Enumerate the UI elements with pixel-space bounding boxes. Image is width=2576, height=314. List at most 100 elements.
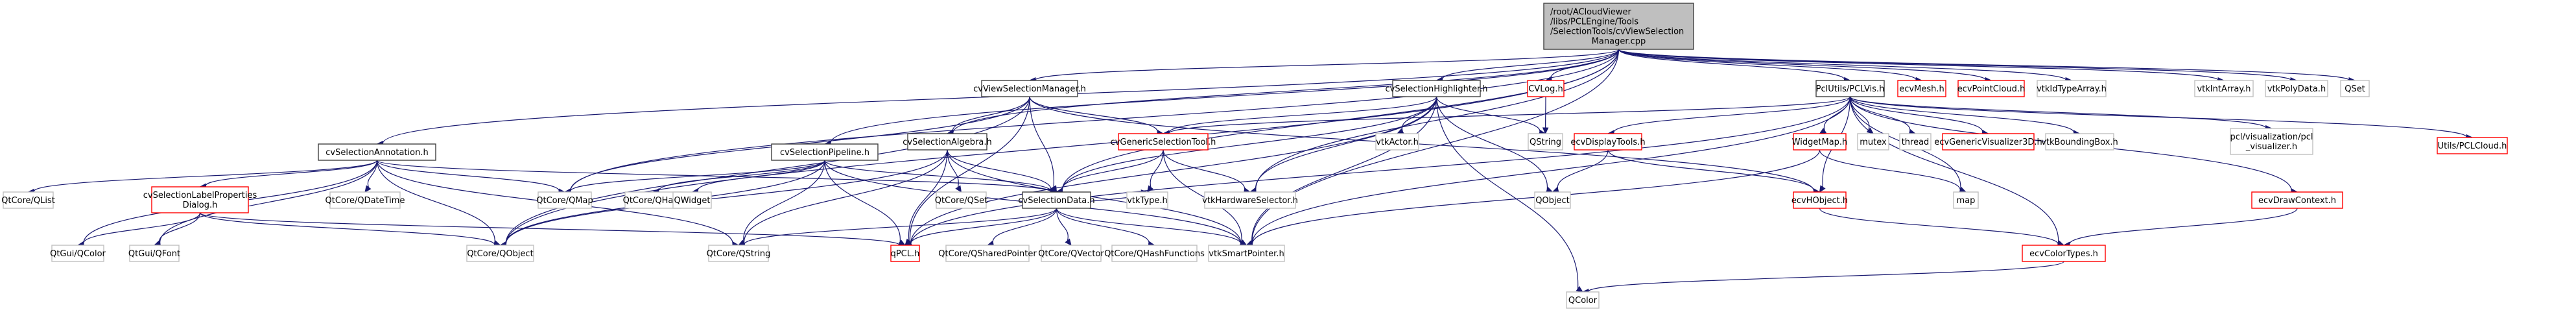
node-algebra[interactable]: cvSelectionAlgebra.h <box>903 133 992 151</box>
edge-colortypes-to-qcolor <box>1581 261 2064 295</box>
node-cvlog[interactable]: CVLog.h <box>1527 80 1565 97</box>
node-genvis3d[interactable]: ecvGenericVisualizer3D.h <box>1934 133 2042 151</box>
node-box <box>672 191 712 209</box>
node-ecvpc[interactable]: ecvPointCloud.h <box>1957 80 2026 97</box>
node-label: QObject <box>1535 196 1570 206</box>
edge-highlighter-to-vtkactor <box>1396 96 1437 134</box>
node-colortypes[interactable]: ecvColorTypes.h <box>2022 245 2106 262</box>
node-box <box>1534 191 1571 209</box>
edge-line <box>1618 49 2066 81</box>
edge-line <box>910 96 1437 245</box>
node-box <box>1527 80 1565 97</box>
node-label: QtGui/QFont <box>128 249 180 259</box>
edge-line <box>1618 49 2291 81</box>
edge-line <box>1168 96 1851 134</box>
node-pclvis[interactable]: PclUtils/PCLVis.h <box>1815 80 1885 97</box>
node-label: Manager.cpp <box>1592 37 1646 47</box>
node-ecvhobject[interactable]: ecvHObject.h <box>1791 191 1848 209</box>
node-qcolor_gui: QtGui/QColor <box>50 245 106 262</box>
node-box <box>1375 133 1419 151</box>
node-label: cvSelectionPipeline.h <box>780 148 869 158</box>
node-box <box>1208 245 1285 262</box>
node-widgetmap[interactable]: WidgetMap.h <box>1792 133 1848 151</box>
edge-seldata-to-qvector <box>1056 208 1072 246</box>
edge-line <box>1056 208 1069 241</box>
edge-root-to-pclvis <box>1618 49 1851 84</box>
node-label: /root/ACloudViewer <box>1550 8 1631 18</box>
edge-line <box>33 160 378 193</box>
node-box <box>1899 133 1932 151</box>
node-label: vtkBoundingBox.h <box>2041 138 2118 147</box>
node-vsmgr[interactable]: cvViewSelectionManager.h <box>973 80 1086 97</box>
node-box <box>2340 80 2370 97</box>
node-annotation[interactable]: cvSelectionAnnotation.h <box>318 143 436 161</box>
node-qtqset: QtCore/QSet <box>935 191 987 209</box>
node-vtkactor: vtkActor.h <box>1375 133 1419 151</box>
node-qcolor: QColor <box>1566 291 1600 309</box>
edge-line <box>1849 96 2059 244</box>
node-label: vtkSmartPointer.h <box>1209 249 1284 259</box>
edge-line <box>744 208 1058 245</box>
edge-line <box>2069 208 2298 245</box>
edge-labeldlg-to-qpcl <box>199 212 906 248</box>
node-drawctx[interactable]: ecvDrawContext.h <box>2251 191 2343 209</box>
node-box <box>624 191 681 209</box>
node-box <box>890 245 920 262</box>
edge-line <box>1618 49 1986 81</box>
node-label: CVLog.h <box>1528 84 1563 94</box>
node-pclcloud[interactable]: Utils/PCLCloud.h <box>2437 137 2508 154</box>
node-ecvmesh[interactable]: ecvMesh.h <box>1897 80 1946 97</box>
node-label: vtkActor.h <box>1376 138 1419 147</box>
node-dispTools[interactable]: ecvDisplayTools.h <box>1570 133 1646 151</box>
node-label: pcl/visualization/pcl <box>2230 132 2313 142</box>
node-box <box>1204 191 1296 209</box>
edge-ecvhobject-to-colortypes <box>1819 208 2065 248</box>
node-thread: thread <box>1899 133 1932 151</box>
edge-line <box>1061 149 1164 191</box>
node-box <box>1528 133 1563 151</box>
node-label: cvSelectionLabelProperties <box>143 191 257 200</box>
node-box <box>1118 133 1209 151</box>
arrowhead-icon <box>1819 185 1826 193</box>
node-box <box>1815 80 1885 97</box>
node-box <box>1574 133 1642 151</box>
edge-line <box>1819 208 2059 245</box>
edge-line <box>1029 96 1054 187</box>
edge-line <box>1251 96 1851 245</box>
edge-annotation-to-labeldlg <box>199 160 378 190</box>
node-box <box>2251 191 2343 209</box>
node-qshared: QtCore/QSharedPointer <box>938 245 1037 262</box>
node-box <box>1953 191 1979 209</box>
arrowhead-icon <box>1576 285 1584 293</box>
edge-line <box>744 149 948 245</box>
edge-line <box>1163 149 1245 191</box>
node-label: map <box>1957 196 1976 206</box>
edge-pclvis-to-dispTools <box>1607 96 1851 137</box>
node-box <box>51 245 104 262</box>
node-box <box>1566 291 1600 309</box>
node-generic[interactable]: cvGenericSelectionTool.h <box>1111 133 1216 151</box>
edge-line <box>1849 96 1983 133</box>
node-box <box>1793 191 1847 209</box>
edge-vsmgr-to-qobject_core <box>499 96 1030 248</box>
edge-dispTools-to-qobject <box>1552 149 1609 193</box>
edge-line <box>824 160 1052 192</box>
node-label: vtkIntArray.h <box>2197 84 2251 94</box>
node-pipeline[interactable]: cvSelectionPipeline.h <box>771 143 879 161</box>
node-highlighter[interactable]: cvSelectionHighlighter.h <box>1386 80 1488 97</box>
edge-line <box>1255 49 1620 191</box>
node-box <box>1392 80 1481 97</box>
node-root[interactable]: /root/ACloudViewer/libs/PCLEngine/Tools/… <box>1543 3 1694 50</box>
node-qpcl[interactable]: qPCL.h <box>890 245 920 262</box>
node-seldata[interactable]: cvSelectionData.h <box>1018 191 1095 209</box>
edge-line <box>910 96 1030 243</box>
edge-root-to-qset <box>1618 49 2356 84</box>
edge-pclvis-to-qpcl <box>904 96 1851 248</box>
node-box <box>3 191 54 209</box>
edge-line <box>376 160 495 244</box>
node-label: ecvMesh.h <box>1899 84 1944 94</box>
edge-line <box>1436 96 1548 190</box>
node-label: ecvColorTypes.h <box>2029 249 2098 259</box>
